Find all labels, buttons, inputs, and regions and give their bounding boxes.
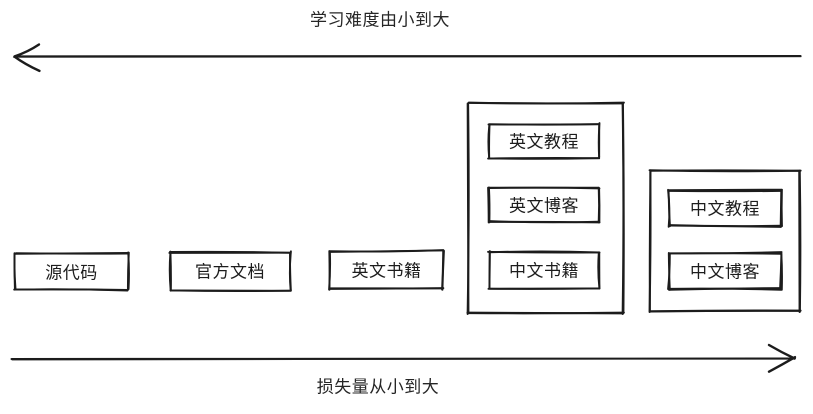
top-axis-title: 学习难度由小到大 <box>310 10 450 30</box>
bottom-axis-title: 损失量从小到大 <box>316 377 440 397</box>
node-chinese-blog: 中文博客 <box>690 262 760 282</box>
node-chinese-books: 中文书籍 <box>509 261 579 281</box>
node-chinese-tutorial: 中文教程 <box>690 199 760 219</box>
node-official-docs: 官方文档 <box>195 262 265 282</box>
node-source-code: 源代码 <box>45 263 98 282</box>
node-english-books: 英文书籍 <box>351 261 422 281</box>
node-english-blog: 英文博客 <box>509 196 579 216</box>
node-english-tutorial: 英文教程 <box>509 132 579 152</box>
